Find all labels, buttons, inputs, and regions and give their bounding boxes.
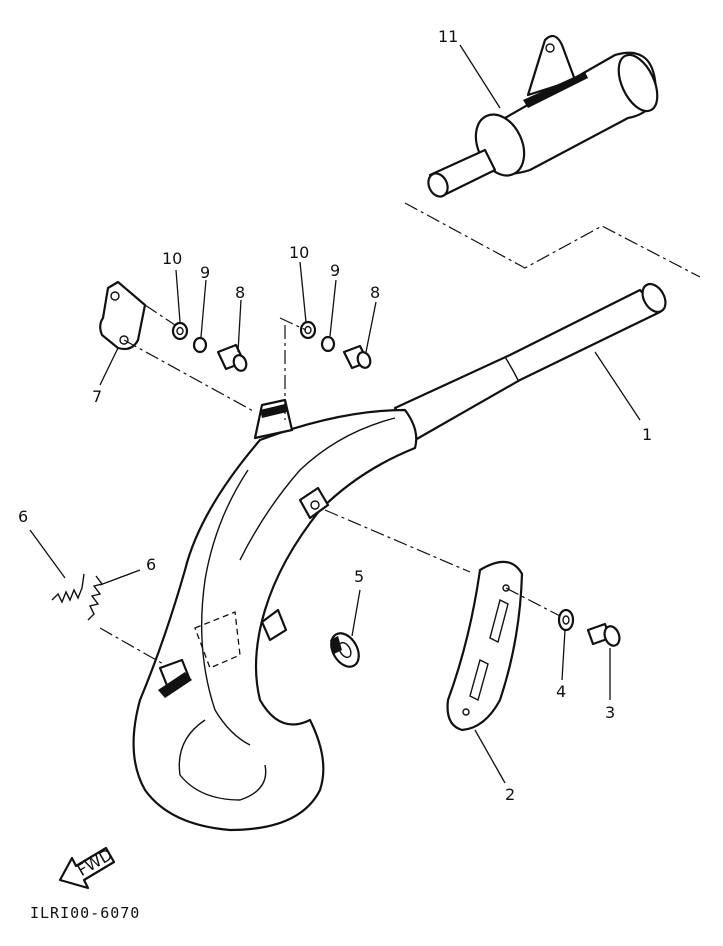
exhaust-pipe bbox=[132, 282, 667, 832]
callout-9-left: 9 bbox=[200, 263, 210, 282]
silencer bbox=[427, 34, 659, 198]
callout-2: 2 bbox=[505, 785, 515, 804]
callout-6-right: 6 bbox=[146, 555, 156, 574]
callout-7: 7 bbox=[92, 387, 102, 406]
bolt bbox=[586, 622, 621, 647]
fastener-set-left bbox=[171, 321, 248, 372]
washer bbox=[557, 608, 575, 632]
fastener-set-right bbox=[299, 320, 372, 370]
callout-11: 11 bbox=[438, 27, 458, 46]
callout-5: 5 bbox=[354, 567, 364, 586]
callout-3: 3 bbox=[605, 703, 615, 722]
callout-4: 4 bbox=[556, 682, 566, 701]
callout-8-left: 8 bbox=[235, 283, 245, 302]
fwd-arrow-icon: FWD bbox=[58, 845, 116, 890]
bracket bbox=[99, 280, 147, 351]
callout-10-left: 10 bbox=[162, 249, 182, 268]
connection-line bbox=[404, 202, 701, 278]
callouts: 11 1 2 3 4 5 6 6 7 10 9 8 10 9 8 bbox=[18, 27, 652, 804]
spring-left bbox=[51, 573, 85, 604]
callout-1: 1 bbox=[642, 425, 652, 444]
callout-9-right: 9 bbox=[330, 261, 340, 280]
grommet bbox=[330, 632, 360, 668]
callout-8-right: 8 bbox=[370, 283, 380, 302]
leader-lines bbox=[29, 44, 641, 784]
alignment-lines bbox=[99, 304, 561, 666]
heat-protector bbox=[446, 560, 524, 732]
spring-right bbox=[87, 575, 104, 621]
callout-6-left: 6 bbox=[18, 507, 28, 526]
callout-10-right: 10 bbox=[289, 243, 309, 262]
drawing-code: ILRI00-6070 bbox=[30, 904, 140, 922]
